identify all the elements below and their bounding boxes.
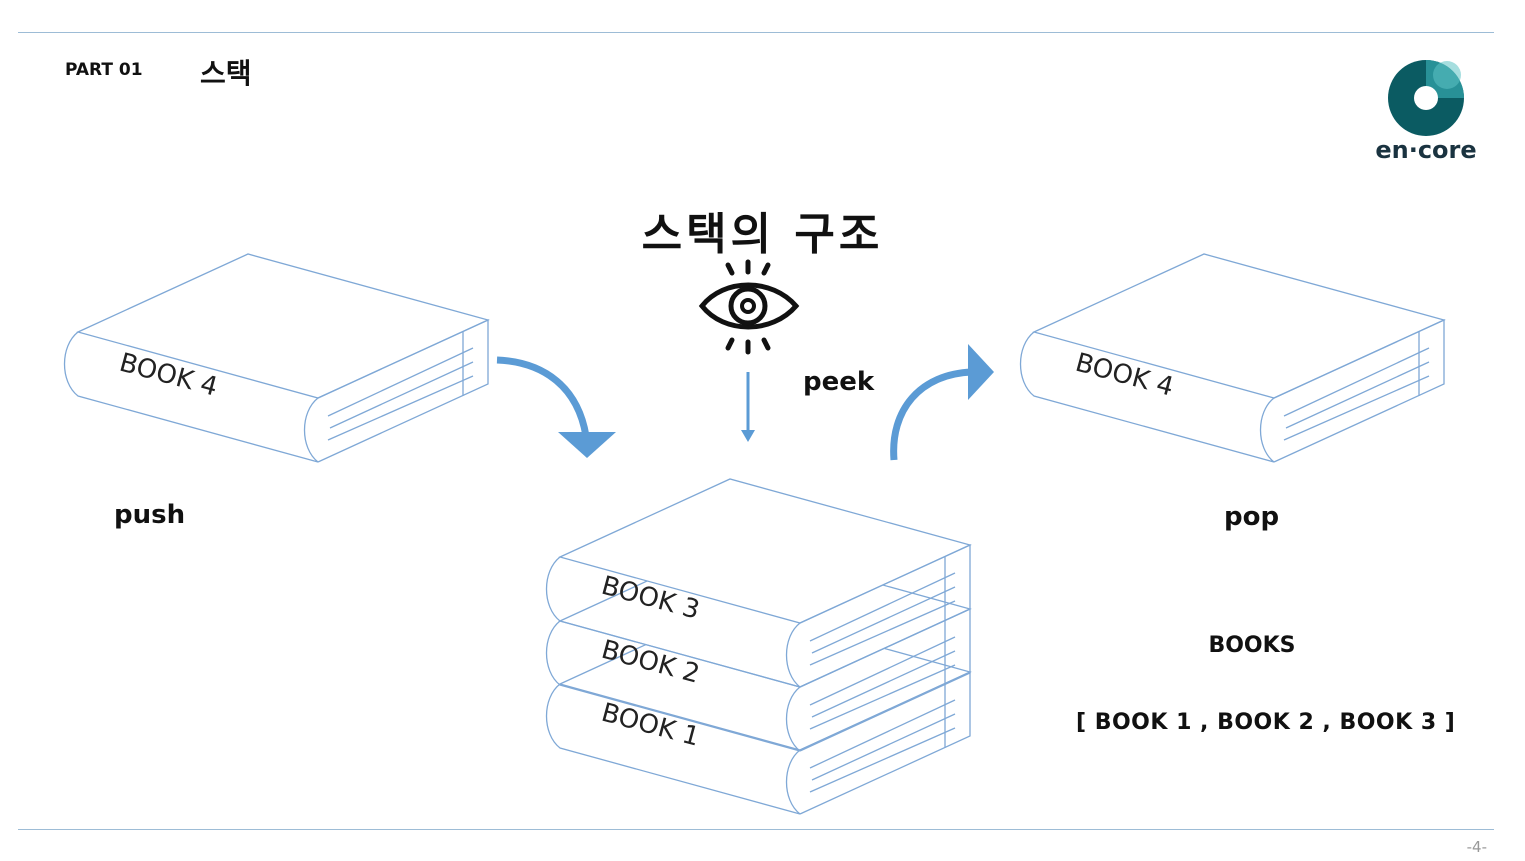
eye-icon — [698, 259, 800, 355]
pop-arrow — [890, 344, 994, 461]
book-stack: BOOK 1 BOOK 2 BOOK 3 — [545, 478, 971, 815]
books-heading: BOOKS — [1208, 633, 1296, 658]
pop-label: pop — [1224, 502, 1280, 532]
popped-book: BOOK 4 — [1019, 253, 1445, 463]
push-arrow — [496, 356, 616, 458]
logo-wordmark: en·core — [1375, 136, 1477, 164]
bottom-divider — [18, 829, 1494, 830]
page-number: -4- — [1466, 838, 1487, 856]
pushed-book: BOOK 4 — [63, 253, 489, 463]
part-label: PART 01 — [65, 60, 143, 80]
top-divider — [18, 32, 1494, 33]
part-title: 스택 — [200, 57, 252, 90]
peek-arrow — [741, 372, 755, 442]
peek-label: peek — [803, 367, 875, 397]
books-list: [ BOOK 1 , BOOK 2 , BOOK 3 ] — [1076, 710, 1456, 735]
push-label: push — [114, 500, 186, 530]
diagram-title: 스택의 구조 — [641, 209, 884, 260]
